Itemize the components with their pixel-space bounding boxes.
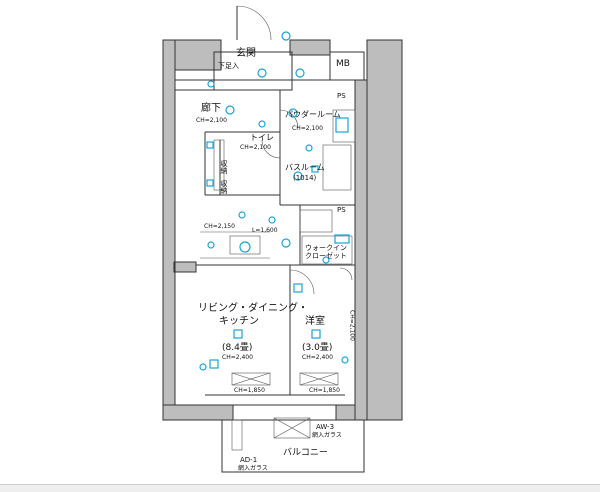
balcony-label: バルコニー: [283, 447, 328, 458]
ps-mid-label: PS: [337, 206, 346, 214]
ldk-ch-label: CH=2,400: [222, 354, 253, 361]
ldk-label-2: キッチン: [219, 315, 259, 327]
bedroom-label: 洋室: [305, 314, 325, 327]
side-ch-label: CH=2,100: [349, 310, 356, 341]
bath-label: バスルーム: [285, 163, 325, 172]
toilet-label: トイレ: [250, 133, 274, 142]
interior-walls: [174, 51, 365, 406]
bottom-strip: [0, 484, 600, 492]
equipment-symbols: [199, 31, 350, 371]
walkin-label: ウォークインクローゼット: [305, 244, 347, 260]
bedroom-ch-lower-label: CH=1,850: [309, 387, 340, 394]
door-swings: [261, 109, 353, 295]
toilet-ch-label: CH=2,100: [240, 144, 271, 151]
ps-top-label: PS: [337, 92, 346, 100]
bath-size-label: (1014): [293, 174, 317, 182]
ldk-size-label: (8.4畳): [222, 342, 252, 353]
ldk-label-1: リビング・ダイニング・: [198, 301, 308, 314]
aw3-glass-label: 網入ガラス: [312, 431, 342, 439]
storage1-label: 収納: [220, 160, 228, 175]
corridor-label: 廊下: [201, 101, 221, 114]
entrance-door: [236, 5, 272, 41]
ad1-label: AD-1: [240, 456, 257, 464]
structural-walls: [162, 39, 403, 421]
mb-label: MB: [336, 59, 350, 69]
entrance-label: 玄関: [236, 46, 256, 59]
room-labels: 玄関 下足入 MB 廊下 CH=2,100 パウダールーム CH=2,100 ト…: [196, 46, 356, 472]
powder-label: パウダールーム: [285, 109, 341, 119]
balcony: [221, 417, 365, 473]
corridor-ch-label: CH=2,100: [196, 117, 227, 124]
shoebox-label: 下足入: [218, 62, 239, 70]
kitchen-l-label: L=1,600: [252, 227, 278, 234]
kitchen-ch-label: CH=2,150: [204, 223, 235, 230]
ldk-ch-lower-label: CH=1,850: [234, 387, 265, 394]
windows: [231, 372, 339, 386]
aw3-label: AW-3: [316, 423, 334, 431]
bedroom-size-label: (3.0畳): [302, 342, 332, 353]
storage2-label: 収納: [220, 180, 228, 195]
ad1-glass-label: 網入ガラス: [238, 464, 268, 472]
powder-ch-label: CH=2,100: [292, 125, 323, 132]
bedroom-ch-label: CH=2,400: [302, 354, 333, 361]
